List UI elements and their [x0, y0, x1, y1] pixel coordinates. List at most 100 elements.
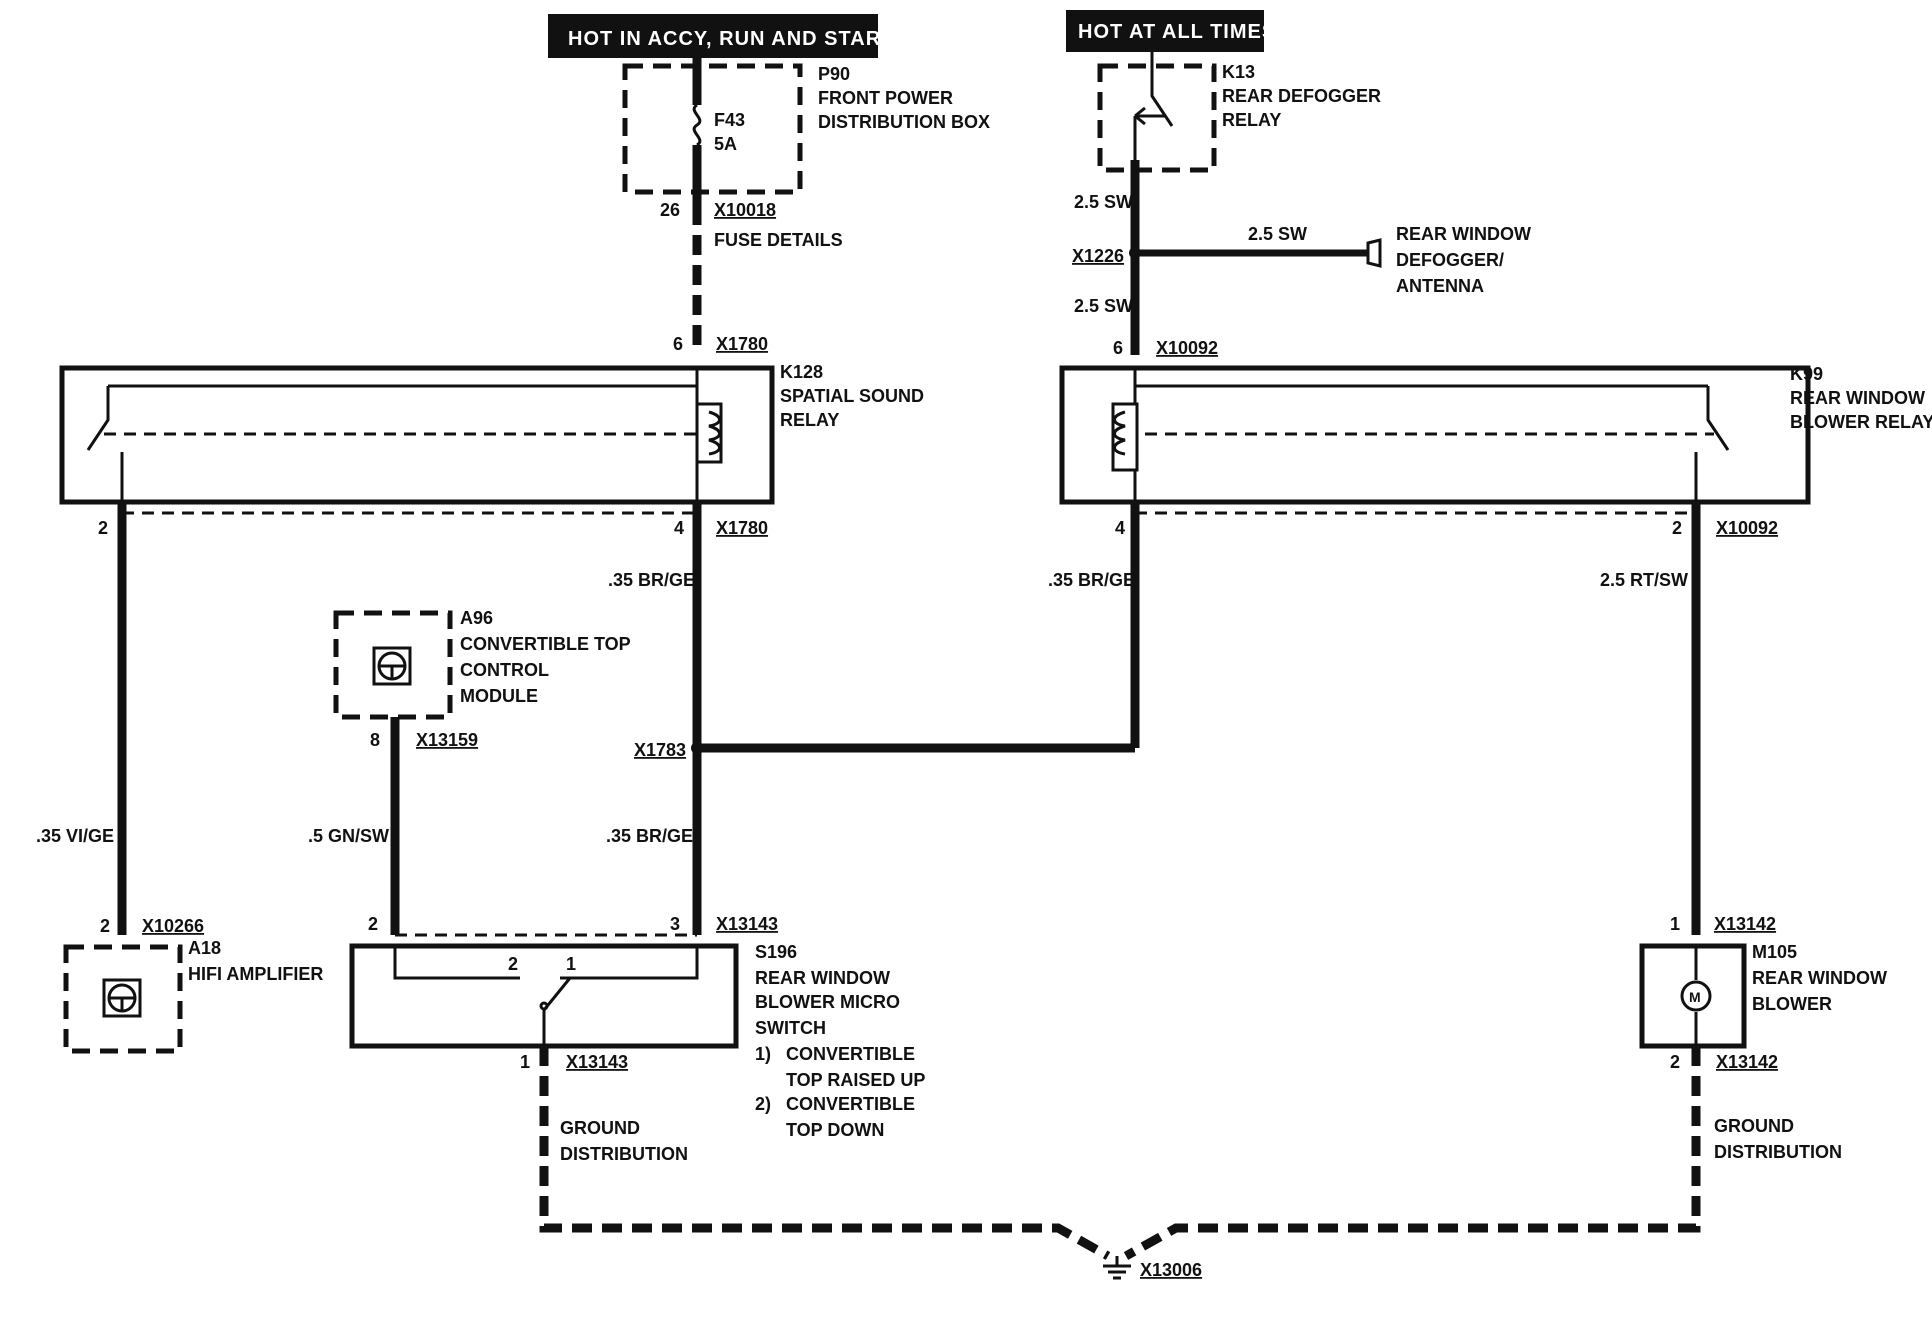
ground-left-line1: GROUND [560, 1118, 640, 1138]
pin-2-s196: 2 [368, 914, 378, 934]
connector-x10266: X10266 [142, 916, 204, 936]
k13-id: K13 [1222, 62, 1255, 82]
s196-line3: SWITCH [755, 1018, 826, 1038]
k99-coil-icon [1113, 410, 1126, 456]
p90-fuse-box [622, 63, 803, 195]
supply-right-label: HOT AT ALL TIMES [1066, 10, 1276, 52]
pin-2-a18: 2 [100, 916, 110, 936]
ground-left-line2: DISTRIBUTION [560, 1144, 688, 1164]
m105-line2: BLOWER [1752, 994, 1832, 1014]
ground-right-line1: GROUND [1714, 1116, 1794, 1136]
m105-line1: REAR WINDOW [1752, 968, 1887, 988]
p90-line2: DISTRIBUTION BOX [818, 112, 990, 132]
connector-x10092-bot: X10092 [1716, 518, 1778, 538]
s196-pos1: 1 [566, 954, 576, 974]
k128-line2: RELAY [780, 410, 839, 430]
k99-line2: BLOWER RELAY [1790, 412, 1932, 432]
fuse-details-label: FUSE DETAILS [714, 230, 843, 250]
motor-icon: M [1680, 980, 1712, 1012]
connector-x13142-bot: X13142 [1716, 1052, 1778, 1072]
wire-label-brge-s196: .35 BR/GE [606, 826, 693, 846]
connector-x1783: X1783 [634, 740, 686, 760]
pin-4-k128: 4 [674, 518, 684, 538]
ground-wire-right [1123, 1046, 1701, 1260]
ground-icon [1103, 1256, 1131, 1280]
connector-x13143-bot: X13143 [566, 1052, 628, 1072]
pin-2-k128: 2 [98, 518, 108, 538]
f43-id: F43 [714, 110, 745, 130]
s196-note1-num: 1) [755, 1044, 771, 1064]
defog-line3: ANTENNA [1396, 276, 1484, 296]
f43-rating: 5A [714, 134, 737, 154]
wire-label-rtsw: 2.5 RT/SW [1600, 570, 1688, 590]
a96-id: A96 [460, 608, 493, 628]
svg-text:M: M [1689, 989, 1701, 1005]
wire-label-gnsw: .5 GN/SW [308, 826, 389, 846]
wire-label-sw-defog: 2.5 SW [1248, 224, 1307, 244]
k13-switch-icon [1133, 52, 1174, 160]
connector-x10018: X10018 [714, 200, 776, 220]
wire-label-brge-k99: .35 BR/GE [1048, 570, 1135, 590]
pin-4-k99: 4 [1115, 518, 1125, 538]
connector-x13142-top: X13142 [1714, 914, 1776, 934]
a96-line2: CONTROL [460, 660, 549, 680]
a18-amplifier-box [63, 944, 183, 1054]
ground-right-line2: DISTRIBUTION [1714, 1142, 1842, 1162]
m105-blower-box [1639, 943, 1747, 1049]
fuse-f43-icon [692, 103, 702, 147]
defogger-antenna-icon [1366, 238, 1382, 268]
s196-note2-a: CONVERTIBLE [786, 1094, 915, 1114]
m105-id: M105 [1752, 942, 1797, 962]
k13-relay-box [1097, 63, 1217, 173]
a96-steering-icon [372, 646, 412, 686]
a18-id: A18 [188, 938, 221, 958]
s196-id: S196 [755, 942, 797, 962]
pin-26: 26 [660, 200, 680, 220]
connector-x1780-top: X1780 [716, 334, 768, 354]
connector-x13143-top: X13143 [716, 914, 778, 934]
connector-x13006: X13006 [1140, 1260, 1202, 1280]
k99-line1: REAR WINDOW [1790, 388, 1925, 408]
pin-6-k99: 6 [1113, 338, 1123, 358]
a96-line1: CONVERTIBLE TOP [460, 634, 631, 654]
s196-note1-b: TOP RAISED UP [786, 1070, 925, 1090]
pin-2-m105: 2 [1670, 1052, 1680, 1072]
wire-label-sw-x1226: 2.5 SW [1074, 296, 1133, 316]
a18-amplifier-icon [102, 978, 142, 1018]
k13-line1: REAR DEFOGGER [1222, 86, 1381, 106]
p90-id: P90 [818, 64, 850, 84]
a96-line3: MODULE [460, 686, 538, 706]
wire-label-brge-k128: .35 BR/GE [608, 570, 695, 590]
connector-x1780-bot: X1780 [716, 518, 768, 538]
s196-note2-num: 2) [755, 1094, 771, 1114]
svg-text:HOT IN ACCY, RUN AND START: HOT IN ACCY, RUN AND START [568, 28, 894, 50]
k99-id: K99 [1790, 364, 1823, 384]
svg-text:HOT AT ALL TIMES: HOT AT ALL TIMES [1078, 21, 1276, 43]
wire-label-vige: .35 VI/GE [36, 826, 114, 846]
s196-line2: BLOWER MICRO [755, 992, 900, 1012]
pin-8-a96: 8 [370, 730, 380, 750]
x1783-junction [691, 742, 703, 754]
p90-line1: FRONT POWER [818, 88, 953, 108]
pin-1-s196: 1 [520, 1052, 530, 1072]
ground-wire-left [539, 1046, 1111, 1260]
wire-label-sw-k13: 2.5 SW [1074, 192, 1133, 212]
connector-x1226: X1226 [1072, 246, 1124, 266]
k128-coil-icon [708, 410, 721, 456]
defog-line2: DEFOGGER/ [1396, 250, 1504, 270]
s196-line1: REAR WINDOW [755, 968, 890, 988]
k128-id: K128 [780, 362, 823, 382]
s196-note2-b: TOP DOWN [786, 1120, 884, 1140]
connector-x13159: X13159 [416, 730, 478, 750]
pin-6-k128: 6 [673, 334, 683, 354]
a18-line1: HIFI AMPLIFIER [188, 964, 323, 984]
pin-1-m105: 1 [1670, 914, 1680, 934]
k128-line1: SPATIAL SOUND [780, 386, 924, 406]
k13-line2: RELAY [1222, 110, 1281, 130]
connector-x10092-top: X10092 [1156, 338, 1218, 358]
s196-pos2: 2 [508, 954, 518, 974]
supply-left-label: HOT IN ACCY, RUN AND START [548, 14, 894, 58]
a96-module-box [333, 610, 453, 720]
defog-line1: REAR WINDOW [1396, 224, 1531, 244]
